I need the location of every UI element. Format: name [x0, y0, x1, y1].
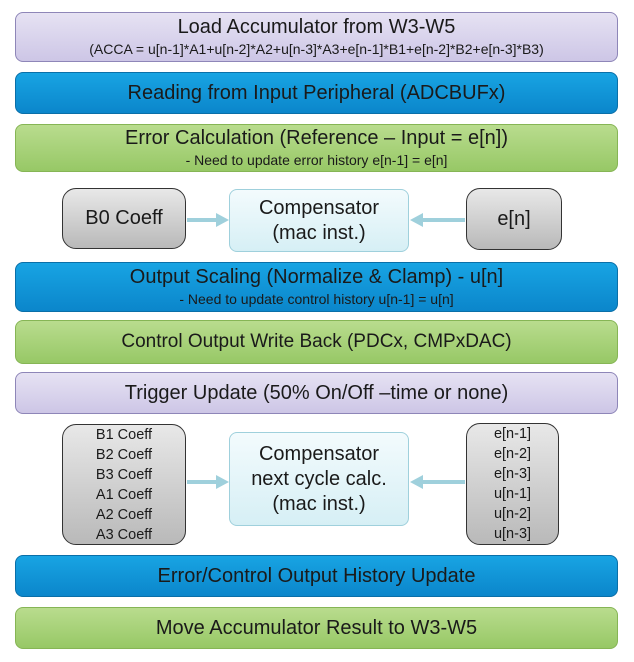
- history-update-step: Error/Control Output History Update: [15, 555, 618, 597]
- move-accumulator-title: Move Accumulator Result to W3-W5: [155, 616, 478, 639]
- coeff-a1: A1 Coeff: [95, 486, 153, 503]
- history-update-title: Error/Control Output History Update: [157, 564, 476, 587]
- coeff-a3: A3 Coeff: [95, 526, 153, 543]
- coeff-b1: B1 Coeff: [95, 426, 153, 443]
- error-history-note: - Need to update error history e[n-1] = …: [185, 152, 448, 169]
- b0-coeff-label: B0 Coeff: [85, 207, 163, 229]
- history-e-n-1: e[n-1]: [493, 426, 532, 442]
- output-scaling-title: Output Scaling (Normalize & Clamp) - u[n…: [129, 266, 504, 289]
- e-n-box: e[n]: [466, 188, 562, 250]
- next-cycle-mac-label: (mac inst.): [272, 492, 366, 515]
- write-back-title: Control Output Write Back (PDCx, CMPxDAC…: [121, 331, 512, 353]
- next-cycle-calc-label: next cycle calc.: [251, 467, 387, 490]
- move-accumulator-step: Move Accumulator Result to W3-W5: [15, 607, 618, 649]
- arrow-history-to-compensator-head: [410, 475, 423, 489]
- arrow-b0-to-compensator-head: [216, 213, 229, 227]
- history-e-n-2: e[n-2]: [493, 446, 532, 462]
- history-u-n-3: u[n-3]: [493, 526, 532, 542]
- load-accumulator-step: Load Accumulator from W3-W5 (ACCA = u[n-…: [15, 12, 618, 62]
- coeff-b2: B2 Coeff: [95, 446, 153, 463]
- e-n-label: e[n]: [497, 207, 531, 230]
- history-e-n-3: e[n-3]: [493, 466, 532, 482]
- b0-coeff-box: B0 Coeff: [62, 188, 186, 249]
- control-history-note: - Need to update control history u[n-1] …: [179, 291, 454, 308]
- arrow-coeffs-to-compensator-head: [216, 475, 229, 489]
- write-back-step: Control Output Write Back (PDCx, CMPxDAC…: [15, 320, 618, 364]
- load-accumulator-title: Load Accumulator from W3-W5: [177, 16, 456, 39]
- compensator-box: Compensator (mac inst.): [229, 189, 409, 252]
- coefficients-box: B1 Coeff B2 Coeff B3 Coeff A1 Coeff A2 C…: [62, 424, 186, 545]
- compensator-next-label: Compensator: [258, 442, 380, 465]
- coeff-b3: B3 Coeff: [95, 466, 153, 483]
- trigger-update-title: Trigger Update (50% On/Off –time or none…: [124, 381, 509, 404]
- history-u-n-2: u[n-2]: [493, 506, 532, 522]
- trigger-update-step: Trigger Update (50% On/Off –time or none…: [15, 372, 618, 414]
- history-values-box: e[n-1] e[n-2] e[n-3] u[n-1] u[n-2] u[n-3…: [466, 423, 559, 545]
- arrow-e-n-to-compensator-head: [410, 213, 423, 227]
- acca-formula: (ACCA = u[n-1]*A1+u[n-2]*A2+u[n-3]*A3+e[…: [89, 41, 544, 58]
- error-calculation-step: Error Calculation (Reference – Input = e…: [15, 124, 618, 172]
- error-calculation-title: Error Calculation (Reference – Input = e…: [125, 127, 508, 150]
- compensator-next-cycle-box: Compensator next cycle calc. (mac inst.): [229, 432, 409, 526]
- history-u-n-1: u[n-1]: [493, 486, 532, 502]
- coeff-a2: A2 Coeff: [95, 506, 153, 523]
- compensator-mac-label: (mac inst.): [272, 221, 366, 244]
- compensator-label: Compensator: [258, 196, 380, 219]
- read-input-step: Reading from Input Peripheral (ADCBUFx): [15, 72, 618, 114]
- read-input-title: Reading from Input Peripheral (ADCBUFx): [127, 81, 506, 104]
- output-scaling-step: Output Scaling (Normalize & Clamp) - u[n…: [15, 262, 618, 312]
